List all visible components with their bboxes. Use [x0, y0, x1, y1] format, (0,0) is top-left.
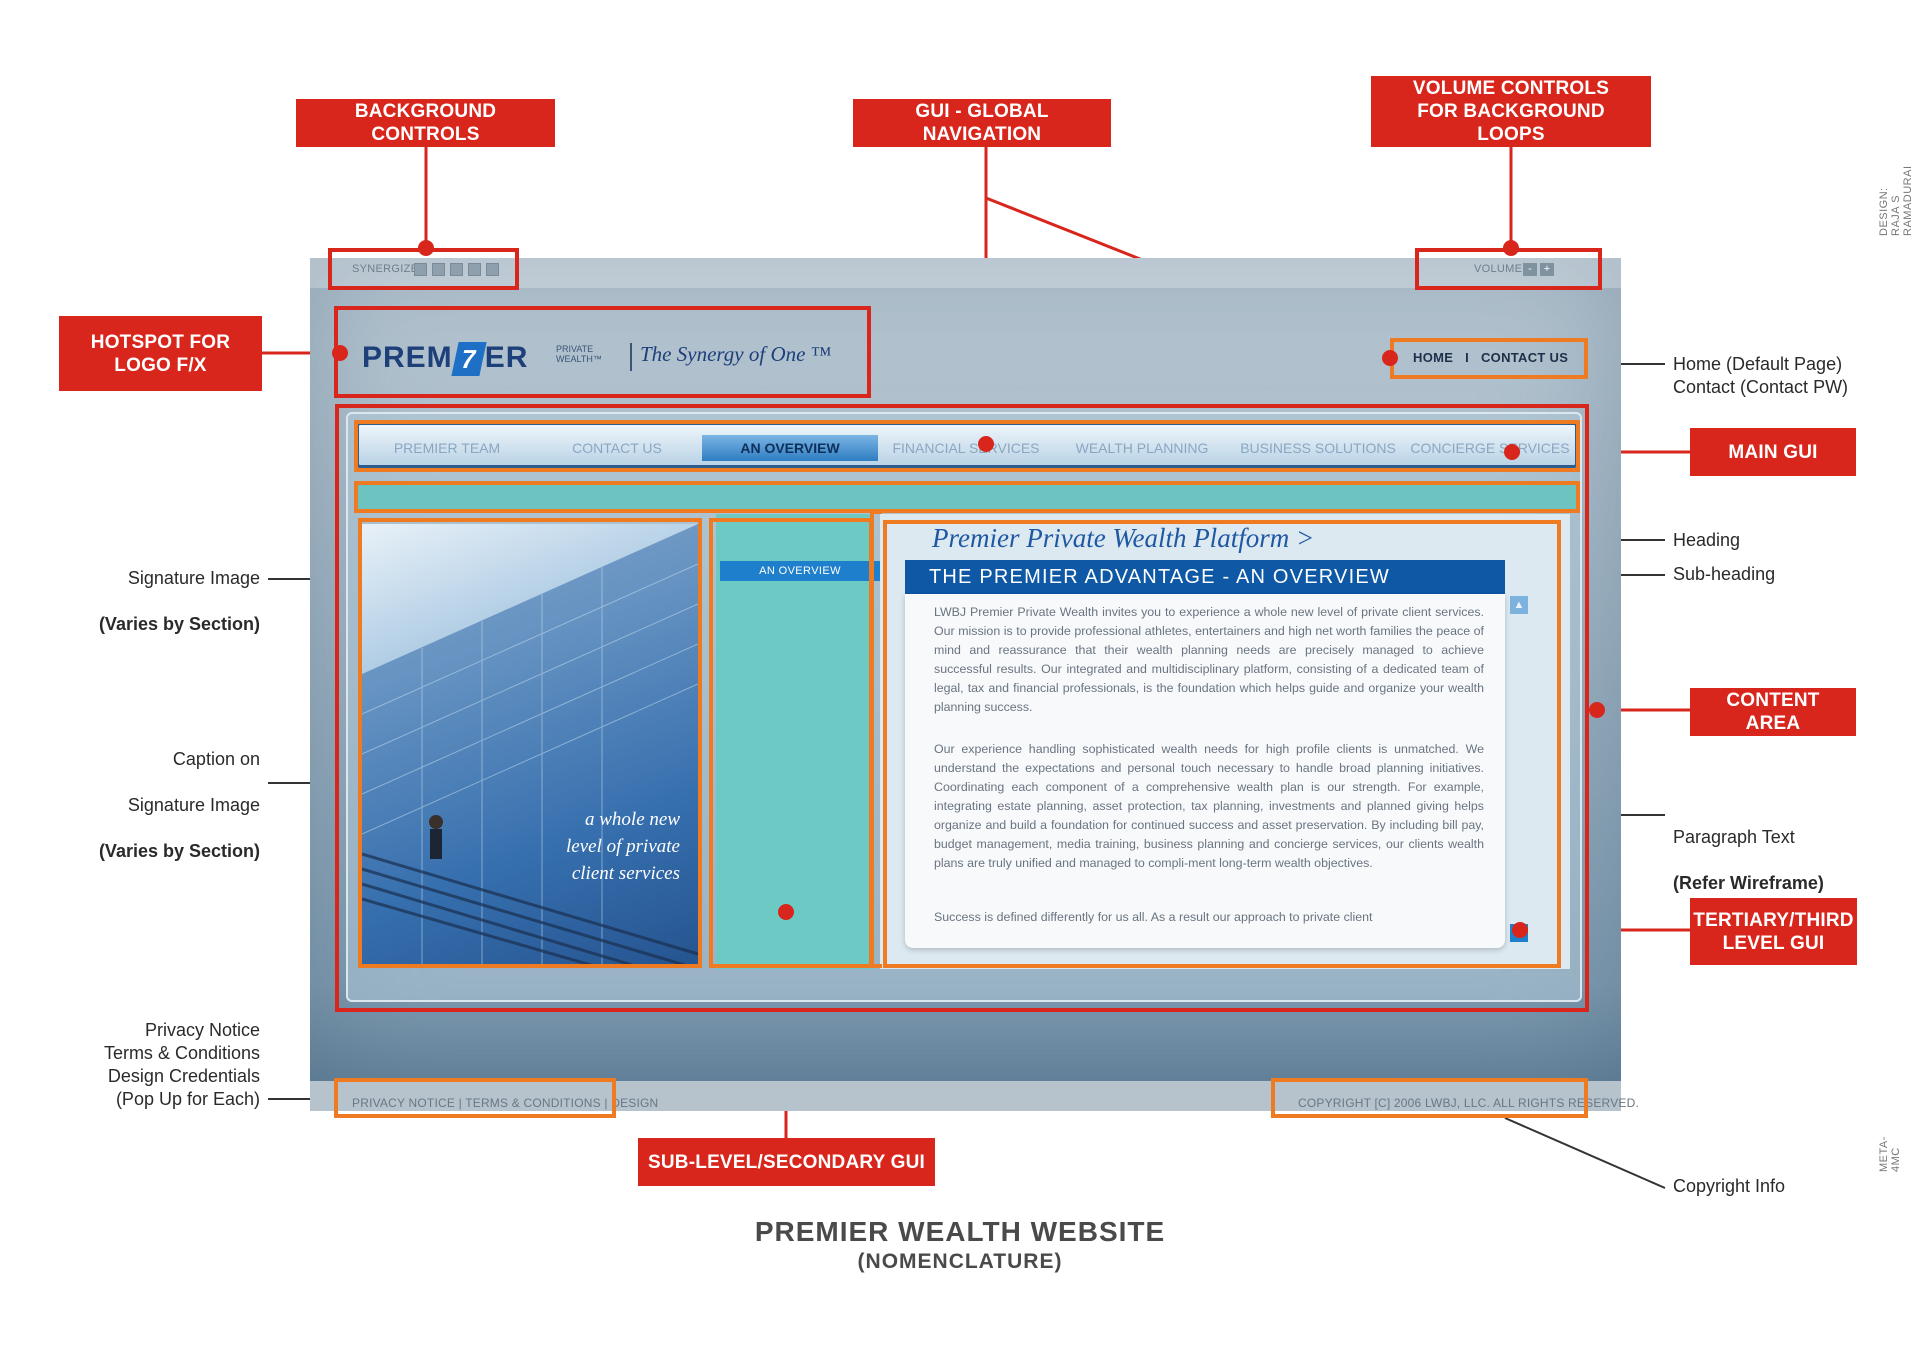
synergize-label: SYNERGIZE — [352, 263, 419, 275]
paragraph-1: LWBJ Premier Private Wealth invites you … — [934, 605, 1484, 714]
note-paragraph-text: Paragraph Text — [1673, 827, 1795, 847]
sub-nav-an-overview[interactable]: AN OVERVIEW — [720, 561, 880, 581]
note-sub-heading: Sub-heading — [1673, 564, 1776, 584]
nav-concierge-services[interactable]: CONCIERGE SERVICES — [1410, 440, 1570, 456]
logo-text-left: PREM — [362, 341, 453, 374]
diagram-subtitle: (NOMENCLATURE) — [857, 1250, 1063, 1273]
callout-logo-hotspot: HOTSPOT FOR LOGO F/X — [59, 316, 262, 391]
meta-credit: META-4MC — [1878, 1136, 1902, 1172]
building-illustration — [362, 524, 698, 964]
signature-image-box — [358, 518, 702, 968]
dot-background-controls — [418, 240, 434, 256]
note-footer-links: Privacy Notice Terms & Conditions Design… — [103, 1020, 260, 1109]
text-card — [905, 594, 1505, 948]
logo-divider — [630, 343, 632, 371]
footer-links[interactable]: PRIVACY NOTICE | TERMS & CONDITIONS | DE… — [352, 1096, 659, 1110]
dot-tertiary-gui — [1512, 922, 1528, 938]
dot-volume-controls — [1503, 240, 1519, 256]
callout-background-controls: BACKGROUND CONTROLS — [296, 99, 555, 147]
page-subheading: THE PREMIER ADVANTAGE - AN OVERVIEW — [905, 560, 1505, 594]
scroll-up-icon[interactable]: ▲ — [1510, 596, 1528, 614]
logo-wealth: WEALTH™ — [556, 354, 602, 364]
teal-strip-box — [354, 481, 1580, 513]
dot-content-area — [1589, 702, 1605, 718]
tagline: The Synergy of One ™ — [640, 342, 832, 366]
volume-label: VOLUME — [1474, 263, 1523, 275]
global-nav-separator: I — [1465, 350, 1470, 365]
caption-line-1: a whole new — [585, 809, 680, 830]
teal-strip — [357, 485, 1576, 511]
volume-down-button[interactable]: - — [1523, 263, 1537, 276]
footer-bar — [310, 1081, 1621, 1111]
note-caption-bold: (Varies by Section) — [98, 841, 260, 861]
callout-sub-level-gui: SUB-LEVEL/SECONDARY GUI — [638, 1138, 935, 1186]
contact-link[interactable]: CONTACT US — [1480, 350, 1569, 365]
nav-business-solutions[interactable]: BUSINESS SOLUTIONS — [1240, 440, 1396, 456]
callout-main-gui: MAIN GUI — [1690, 428, 1856, 476]
nav-premier-team[interactable]: PREMIER TEAM — [393, 440, 501, 456]
copyright-box — [1271, 1078, 1588, 1118]
caption-line-2: level of private — [566, 836, 680, 857]
dot-main-nav — [978, 436, 994, 452]
logo-private: PRIVATE — [556, 344, 594, 354]
note-paragraph: Paragraph Text (Refer Wireframe) — [1673, 803, 1824, 918]
home-link[interactable]: HOME — [1413, 350, 1454, 365]
sub-nav-box — [709, 518, 873, 968]
note-caption-line1: Caption on — [172, 749, 260, 769]
global-nav: HOME I CONTACT US — [1413, 350, 1568, 365]
nav-an-overview[interactable]: AN OVERVIEW — [702, 435, 878, 461]
main-gui-box — [354, 420, 1580, 472]
global-nav-box — [1390, 338, 1588, 379]
content-left-edge-box — [870, 510, 882, 968]
note-caption: Caption on Signature Image (Varies by Se… — [60, 725, 260, 886]
main-nav-bar — [356, 422, 1578, 468]
dot-main-gui — [1504, 444, 1520, 460]
content-text-box — [883, 520, 1561, 968]
logo-text-right: ER — [484, 341, 529, 374]
logo-subtext: PRIVATE WEALTH™ — [556, 344, 602, 364]
signature-image — [362, 524, 698, 964]
dot-sub-nav — [778, 904, 794, 920]
note-heading: Heading — [1673, 530, 1741, 550]
signature-caption: a whole new level of private client serv… — [520, 806, 680, 887]
note-paragraph-bold: (Refer Wireframe) — [1673, 873, 1824, 893]
logo-hotspot-box — [334, 306, 871, 398]
footer-links-box — [334, 1078, 616, 1118]
paragraph-2: Our experience handling sophisticated we… — [934, 742, 1484, 870]
paragraph-3: Success is defined differently for us al… — [934, 910, 1373, 924]
callout-tertiary-gui: TERTIARY/THIRD LEVEL GUI — [1690, 898, 1857, 965]
note-signature-image: Signature Image (Varies by Section) — [60, 544, 260, 659]
dot-global-nav — [1382, 350, 1398, 366]
background-control-2[interactable] — [432, 263, 445, 276]
background-control-4[interactable] — [468, 263, 481, 276]
design-credit: DESIGN: RAJA S RAMADURAI — [1878, 165, 1914, 236]
callout-volume-controls: VOLUME CONTROLS FOR BACKGROUND LOOPS — [1371, 76, 1651, 147]
diagram-title: PREMIER WEALTH WEBSITE — [754, 1216, 1166, 1247]
nav-financial-services[interactable]: FINANCIAL SERVICES — [892, 440, 1040, 456]
copyright-text: COPYRIGHT [C] 2006 LWBJ, LLC. ALL RIGHTS… — [1298, 1096, 1639, 1110]
nav-contact-us[interactable]: CONTACT US — [572, 440, 662, 456]
volume-up-button[interactable]: + — [1540, 263, 1554, 276]
background-control-3[interactable] — [450, 263, 463, 276]
top-bar — [310, 258, 1621, 288]
background-control-5[interactable] — [486, 263, 499, 276]
dot-logo — [332, 345, 348, 361]
note-copyright-info: Copyright Info — [1673, 1176, 1786, 1196]
note-caption-line2: Signature Image — [127, 795, 260, 815]
content-area-box — [335, 404, 1589, 1012]
callout-global-navigation: GUI - GLOBAL NAVIGATION — [853, 99, 1111, 147]
background-control-1[interactable] — [414, 263, 427, 276]
nav-wealth-planning[interactable]: WEALTH PLANNING — [1075, 440, 1209, 456]
note-signature-image-bold: (Varies by Section) — [98, 614, 260, 634]
note-home-contact: Home (Default Page) Contact (Contact PW) — [1673, 354, 1849, 397]
callout-content-area: CONTENT AREA — [1690, 688, 1856, 736]
page-heading: Premier Private Wealth Platform > — [932, 523, 1315, 553]
note-signature-image-text: Signature Image — [127, 568, 260, 588]
caption-line-3: client services — [571, 863, 680, 884]
sub-nav-column — [716, 514, 874, 969]
